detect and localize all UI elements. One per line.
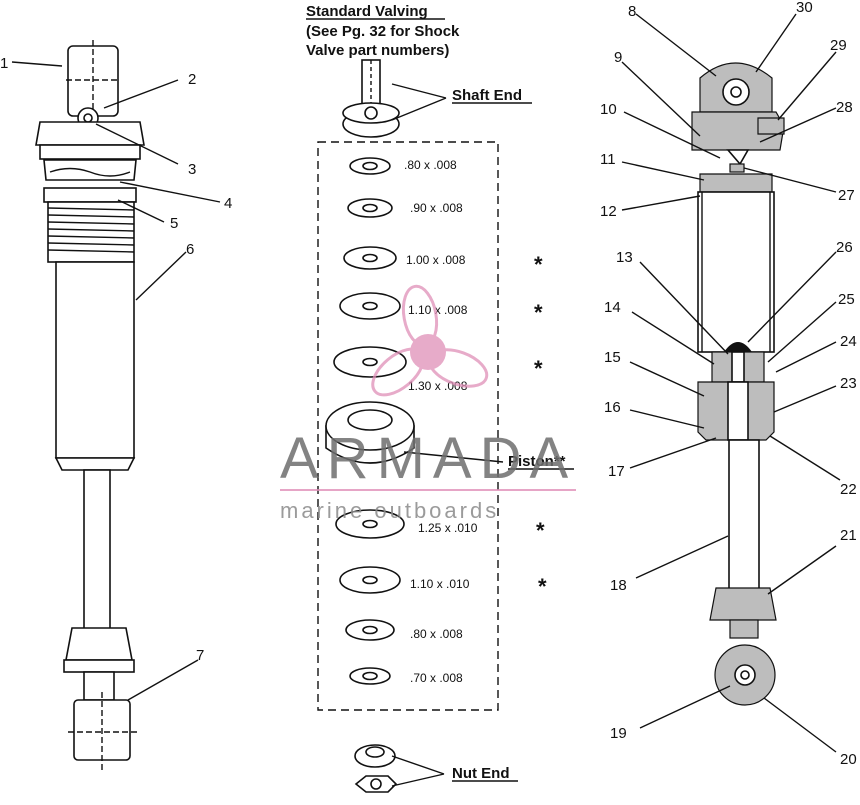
callout-4: 4 — [224, 195, 232, 212]
shim-hole — [362, 625, 378, 635]
propeller-logo — [371, 284, 489, 397]
callout-23: 23 — [840, 375, 857, 392]
callout-9: 9 — [614, 49, 622, 66]
callout-7: 7 — [196, 647, 204, 664]
shim-label: 1.10 x .010 — [410, 577, 470, 591]
piston — [325, 401, 415, 464]
assembled-shock — [35, 40, 145, 770]
callout-30: 30 — [796, 0, 813, 16]
callout-20: 20 — [840, 751, 857, 768]
cross-section — [691, 62, 785, 706]
shim-label: .80 x .008 — [410, 627, 463, 641]
shim-label: 1.25 x .010 — [418, 521, 478, 535]
shim-hole — [362, 357, 378, 367]
shim-hole — [362, 575, 378, 585]
callout-15: 15 — [604, 349, 621, 366]
shim-star: * — [538, 574, 547, 599]
watermark: ARMADA marine outboards — [280, 284, 576, 523]
callout-6: 6 — [186, 241, 194, 258]
callout-21: 21 — [840, 527, 857, 544]
shim-label: 1.00 x .008 — [406, 253, 466, 267]
header-line-3: Valve part numbers) — [306, 42, 449, 59]
callout-22: 22 — [840, 481, 857, 498]
callout-25: 25 — [838, 291, 855, 308]
callout-8: 8 — [628, 3, 636, 20]
shim-hole — [362, 671, 378, 681]
leader-lines — [11, 13, 841, 787]
callout-14: 14 — [604, 299, 621, 316]
shim-group: .80 x .008 .90 x .008 1.00 x .008 * 1.10 x .… — [333, 157, 547, 685]
callout-10: 10 — [600, 101, 617, 118]
callout-numbers: 1 2 3 4 5 6 7 8 9 10 11 12 13 14 15 16 1… — [0, 0, 857, 768]
callout-28: 28 — [836, 99, 853, 116]
callout-1: 1 — [0, 55, 8, 72]
header-line-1: Standard Valving — [306, 3, 428, 20]
callout-26: 26 — [836, 239, 853, 256]
watermark-brand: ARMADA — [280, 426, 576, 491]
shim-label: .90 x .008 — [410, 201, 463, 215]
callout-3: 3 — [188, 161, 196, 178]
callout-5: 5 — [170, 215, 178, 232]
callout-17: 17 — [608, 463, 625, 480]
callout-18: 18 — [610, 577, 627, 594]
shim-star: * — [536, 518, 545, 543]
callout-13: 13 — [616, 249, 633, 266]
watermark-tagline: marine outboards — [280, 498, 499, 523]
shim-hole — [362, 519, 378, 529]
callout-27: 27 — [838, 187, 855, 204]
shim-hole — [362, 301, 378, 311]
shim-label: .70 x .008 — [410, 671, 463, 685]
callout-29: 29 — [830, 37, 847, 54]
piston-label: Piston** — [508, 453, 566, 470]
shim-hole — [362, 161, 378, 171]
shim-star: * — [534, 356, 543, 381]
callout-16: 16 — [604, 399, 621, 416]
callout-11: 11 — [600, 151, 616, 168]
callout-2: 2 — [188, 71, 196, 88]
shim-hole — [362, 253, 378, 263]
shim-hole — [362, 203, 378, 213]
callout-24: 24 — [840, 333, 857, 350]
callout-19: 19 — [610, 725, 627, 742]
stack-dashed-box — [317, 141, 499, 711]
header-line-2: (See Pg. 32 for Shock — [306, 23, 460, 40]
shim-star: * — [534, 300, 543, 325]
valving-stack — [317, 59, 499, 793]
shim-star: * — [534, 252, 543, 277]
shim-label: 1.10 x .008 — [408, 303, 468, 317]
thread-lines — [47, 207, 135, 253]
nut-end-label: Nut End — [452, 765, 510, 782]
shaft-end-label: Shaft End — [452, 87, 522, 104]
shim-label: .80 x .008 — [404, 158, 457, 172]
callout-12: 12 — [600, 203, 617, 220]
